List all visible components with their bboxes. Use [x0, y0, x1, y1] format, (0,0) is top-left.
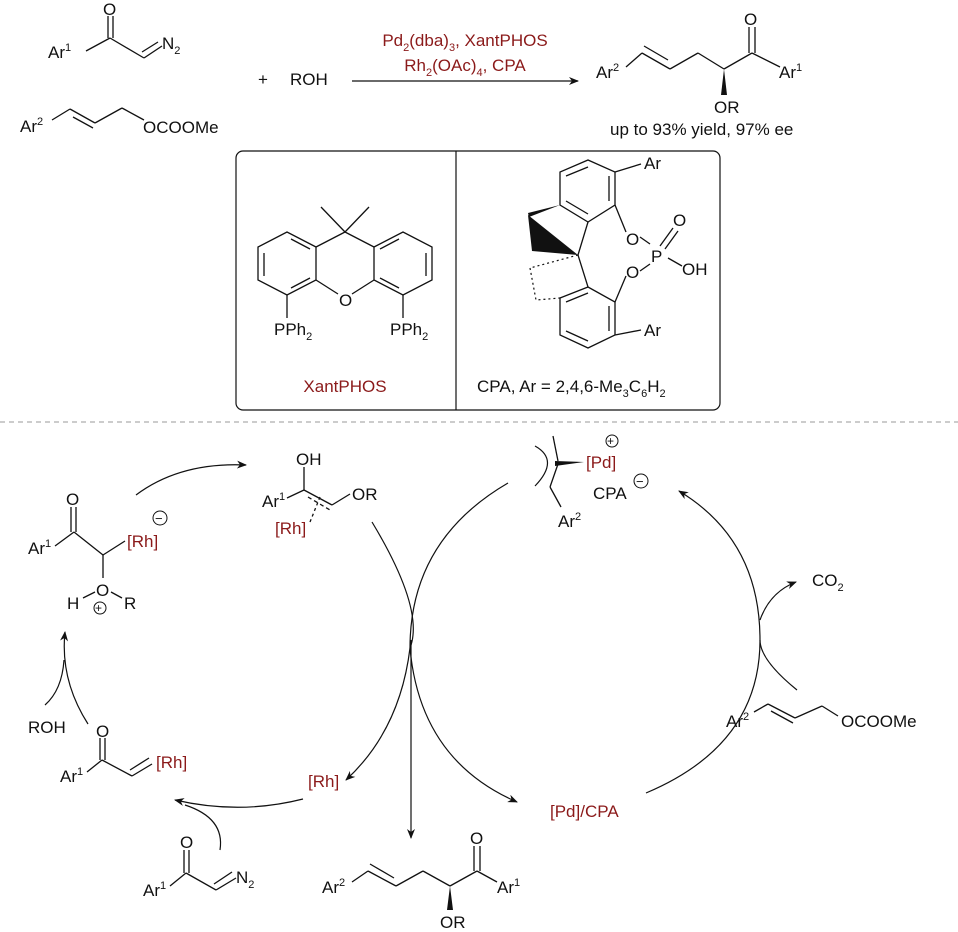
reactant-allyl-carbonate: Ar2 OCOOMe [20, 107, 219, 137]
group-OH: OH [682, 260, 708, 279]
cycle-allyl-carbonate: Ar2 OCOOMe [726, 703, 917, 731]
rh-enol: OH Ar1 OR [Rh] [262, 450, 378, 538]
atom-Ar-top: Ar [644, 154, 661, 173]
pd-cpa-catalyst: [Pd]/CPA [550, 802, 619, 821]
arrow-carbonate-in [759, 639, 798, 691]
atom-Ar2: Ar2 [20, 116, 43, 136]
group-OR: OR [440, 913, 466, 932]
rh-label: [Rh] [156, 753, 187, 772]
arrow-pdcpa-to-allyl [645, 490, 761, 794]
conditions-line-2: Rh2(OAc)4, CPA [404, 56, 526, 79]
atom-O: O [744, 10, 757, 29]
pd-label: [Pd] [586, 453, 616, 472]
atom-O: O [626, 263, 639, 282]
pph2-right: PPh2 [390, 320, 428, 343]
xantphos-structure: O PPh2 PPh2 [257, 206, 433, 343]
arrow-roh-in [44, 659, 65, 706]
atom-O: O [470, 829, 483, 848]
ligand-box [235, 150, 721, 411]
cpa-structure: Ar Ar O O P O OH [528, 154, 708, 349]
atom-Ar1: Ar1 [60, 766, 83, 786]
atom-O: O [103, 0, 116, 19]
arrow-enol-to-rh [345, 521, 414, 781]
arrow-pd-to-pdcpa [409, 482, 518, 803]
plus-charge: + [95, 601, 102, 615]
reagent-roh: ROH [290, 70, 328, 89]
conditions-line-1: Pd2(dba)3, XantPHOS [382, 31, 547, 54]
atom-O: O [96, 581, 109, 600]
yield-ee-note: up to 93% yield, 97% ee [610, 120, 793, 139]
atom-Ar1: Ar1 [48, 42, 71, 62]
rh-catalyst: [Rh] [308, 772, 339, 791]
pph2-left: PPh2 [274, 320, 312, 343]
group-OR: OR [714, 98, 740, 117]
atom-Ar1: Ar1 [779, 62, 802, 82]
group-ococome: OCOOMe [841, 712, 917, 731]
atom-P: P [651, 247, 662, 266]
atom-Ar1: Ar1 [497, 877, 520, 897]
atom-Ar1: Ar1 [28, 538, 51, 558]
roh-label: ROH [28, 718, 66, 737]
minus-charge: − [636, 474, 644, 489]
arrow-carbene-to-ylide [60, 631, 89, 725]
reactant-diazoketone: O Ar1 N2 [48, 0, 180, 62]
plus-charge: + [607, 434, 614, 448]
cycle-diazoketone: O Ar1 N2 [143, 833, 254, 900]
arrow-diazo-in [184, 804, 222, 851]
atom-O: O [339, 291, 352, 310]
product-top: O Ar2 Ar1 OR [596, 10, 802, 117]
cpa-label: CPA, Ar = 2,4,6-Me3C6H2 [477, 377, 666, 400]
atom-Ar2: Ar2 [322, 877, 345, 897]
atom-Ar2: Ar2 [558, 511, 581, 531]
cycle-product: O Ar2 Ar1 OR [322, 829, 520, 932]
arrow-rh-to-carbene [174, 798, 304, 808]
atom-O-double: O [673, 211, 686, 230]
co2-label: CO2 [812, 571, 844, 594]
cpa-counterion: CPA [593, 484, 627, 503]
pi-allyl-pd-complex: [Pd] + CPA − Ar2 [534, 434, 649, 531]
atom-O: O [180, 833, 193, 852]
atom-O: O [96, 722, 109, 741]
atom-O: O [626, 230, 639, 249]
atom-R: R [124, 594, 136, 613]
atom-N2: N2 [236, 868, 254, 891]
rh-label: [Rh] [127, 532, 158, 551]
xantphos-label: XantPHOS [303, 377, 386, 396]
atom-H: H [67, 594, 79, 613]
rh-carbene: O Ar1 [Rh] [60, 722, 187, 786]
atom-Ar1: Ar1 [262, 491, 285, 511]
atom-Ar2: Ar2 [726, 711, 749, 731]
atom-Ar2: Ar2 [596, 62, 619, 82]
group-ococome: OCOOMe [143, 118, 219, 137]
plus-sign: + [258, 70, 268, 89]
rh-label: [Rh] [275, 519, 306, 538]
rh-oxonium-ylide: O Ar1 [Rh] − O H + R [28, 490, 168, 615]
minus-charge: − [155, 511, 163, 526]
atom-Ar-bottom: Ar [644, 321, 661, 340]
atom-Ar1: Ar1 [143, 880, 166, 900]
arrow-co2-out [759, 581, 797, 621]
group-OH: OH [296, 450, 322, 469]
atom-O: O [66, 490, 79, 509]
atom-N2: N2 [162, 34, 180, 57]
arrow-ylide-to-enol [135, 460, 247, 496]
group-OR: OR [352, 485, 378, 504]
